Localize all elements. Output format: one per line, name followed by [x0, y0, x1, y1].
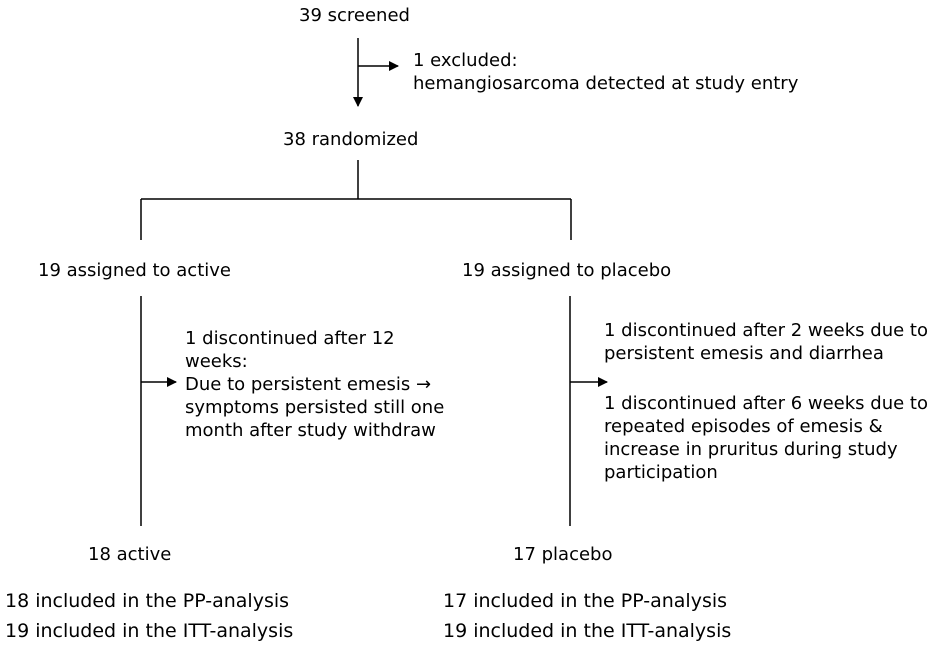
active-assigned-label: 19 assigned to active: [38, 260, 231, 281]
placebo-discontinued-1-line-1: 1 discontinued after 2 weeks due to: [604, 320, 928, 341]
placebo-discontinued-2-line-2: repeated episodes of emesis &: [604, 416, 883, 437]
active-discontinued-line-4: symptoms persisted still one: [185, 397, 445, 418]
active-itt-label: 19 included in the ITT-analysis: [5, 620, 294, 642]
active-discontinued-line-5: month after study withdraw: [185, 420, 436, 441]
placebo-itt-label: 19 included in the ITT-analysis: [443, 620, 732, 642]
placebo-discontinued-2-line-3: increase in pruritus during study: [604, 439, 898, 460]
excluded-line-1: 1 excluded:: [413, 50, 518, 71]
active-pp-label: 18 included in the PP-analysis: [5, 590, 290, 612]
active-final-label: 18 active: [88, 544, 172, 565]
screened-label: 39 screened: [299, 5, 410, 26]
excluded-line-2: hemangiosarcoma detected at study entry: [413, 73, 799, 94]
active-discontinued-box: 1 discontinued after 12 weeks: Due to pe…: [185, 327, 444, 442]
excluded-box: 1 excluded: hemangiosarcoma detected at …: [413, 49, 798, 95]
active-discontinued-line-1: 1 discontinued after 12: [185, 328, 395, 349]
randomized-label: 38 randomized: [283, 129, 419, 150]
placebo-discontinued-1-line-2: persistent emesis and diarrhea: [604, 343, 884, 364]
active-discontinued-line-2: weeks:: [185, 351, 248, 372]
placebo-assigned-label: 19 assigned to placebo: [462, 260, 672, 281]
placebo-discontinued-2-line-1: 1 discontinued after 6 weeks due to: [604, 393, 928, 414]
placebo-discontinued-box-2: 1 discontinued after 6 weeks due to repe…: [604, 392, 928, 484]
placebo-discontinued-box-1: 1 discontinued after 2 weeks due to pers…: [604, 319, 928, 365]
active-discontinued-line-3: Due to persistent emesis →: [185, 374, 432, 395]
placebo-final-label: 17 placebo: [513, 544, 613, 565]
placebo-discontinued-2-line-4: participation: [604, 462, 718, 483]
placebo-pp-label: 17 included in the PP-analysis: [443, 590, 728, 612]
